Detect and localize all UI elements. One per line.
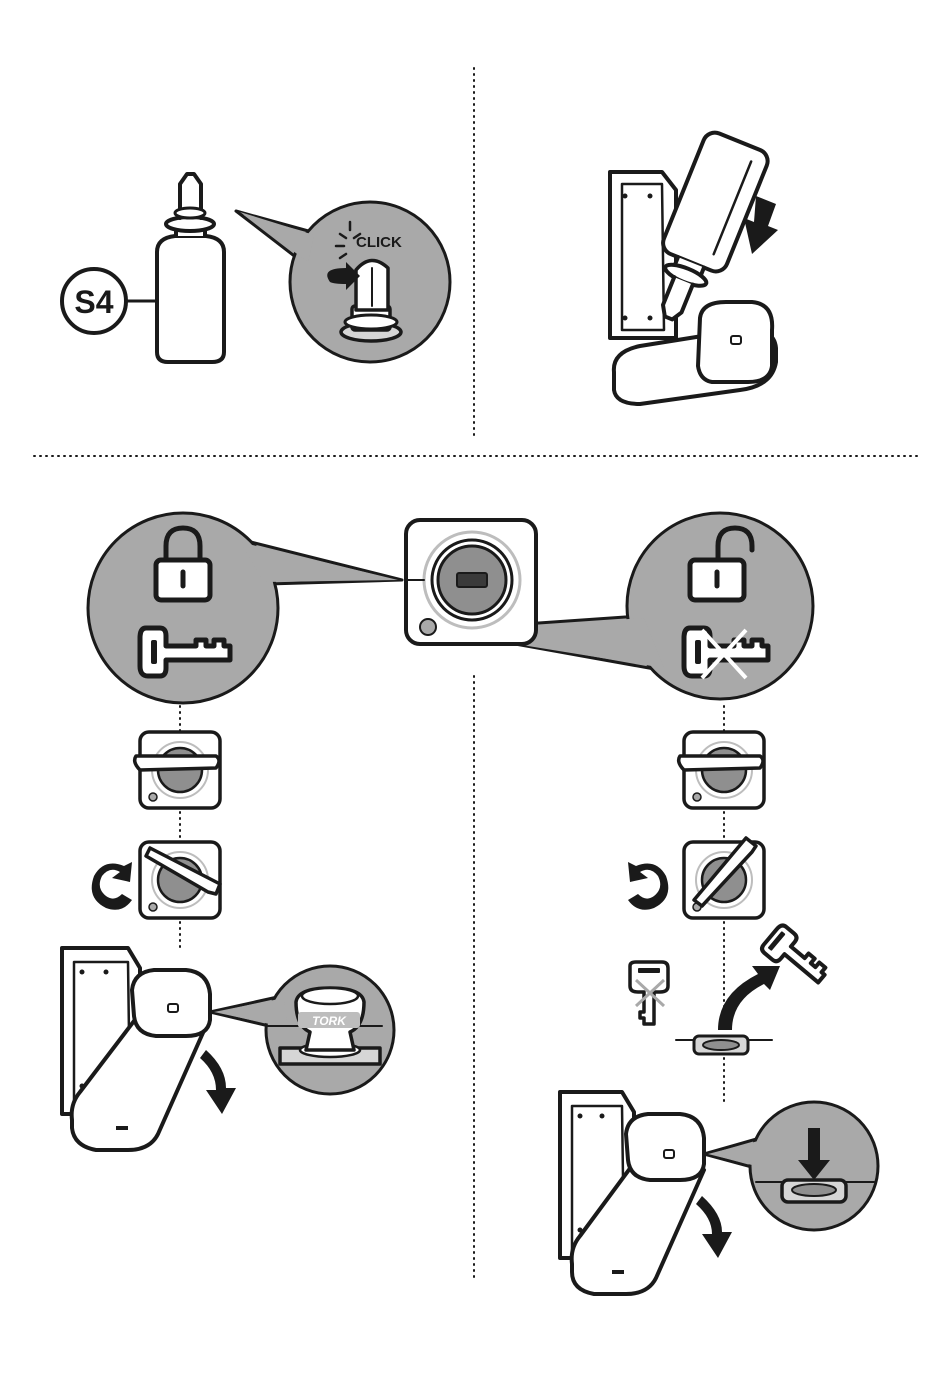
click-callout: CLICK: [236, 202, 450, 362]
lock-callouts: [88, 513, 813, 703]
dispenser-open-right: [560, 1092, 704, 1294]
lock-cylinder-step-2: [140, 842, 220, 918]
rotate-clockwise-icon: [92, 862, 132, 910]
push-button-icon: [676, 1036, 772, 1054]
panel-insert-refill: [610, 129, 778, 404]
left-sequence: TORK: [62, 732, 394, 1150]
bottle-icon: [157, 174, 224, 362]
lock-cylinder-step-1: [135, 732, 220, 808]
dispenser-open-left: [62, 948, 210, 1150]
push-callout: [704, 1102, 878, 1230]
lock-cylinder-icon: [406, 520, 536, 644]
panel-bottle-click: S4 CLICK: [62, 174, 450, 362]
arrow-curved-down-icon-right: [696, 1196, 732, 1258]
dispenser-refill-icon: [610, 129, 776, 404]
model-code-label: S4: [74, 284, 113, 320]
rotate-counterclockwise-icon: [628, 862, 668, 910]
tork-callout: TORK: [210, 966, 394, 1094]
right-sequence: [560, 732, 878, 1294]
arrow-curved-up-icon: [718, 966, 780, 1030]
callout-locked: [88, 513, 402, 703]
arrow-curved-down-icon: [200, 1050, 236, 1114]
lock-cylinder-step-4: [684, 838, 764, 918]
brand-label: TORK: [312, 1014, 347, 1028]
lock-cylinder-step-3: [679, 732, 764, 808]
click-label: CLICK: [356, 234, 402, 251]
key-small-crossed-icon: [630, 962, 668, 1024]
